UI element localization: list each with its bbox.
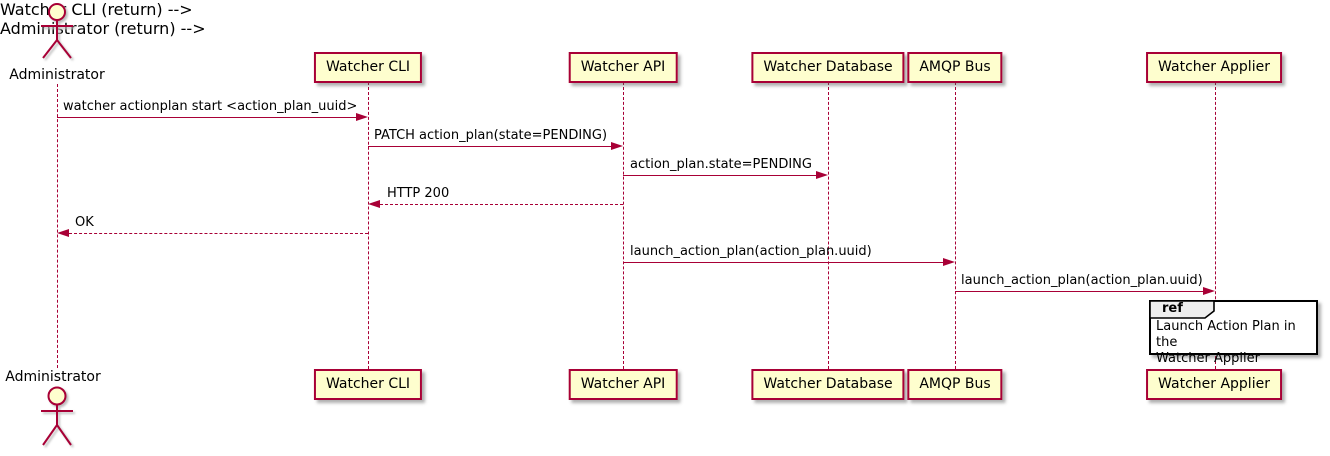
participant-watcher-applier-top: Watcher Applier (1146, 52, 1282, 83)
lifeline-administrator (56, 84, 58, 368)
ref-header: ref (1149, 300, 1216, 319)
arrowhead-right-icon (1203, 286, 1215, 295)
arrowhead-right-icon (611, 141, 623, 150)
actor-name-top: Administrator (9, 67, 105, 83)
participant-amqp-bus-top: AMQP Bus (907, 52, 1003, 83)
participant-watcher-api-bottom: Watcher API (568, 369, 678, 400)
ref-header-shape (1149, 300, 1215, 319)
actor-icon (35, 2, 79, 68)
message-2-label: PATCH action_plan(state=PENDING) (374, 128, 608, 143)
ref-text: Launch Action Plan in the Watcher Applie… (1156, 319, 1312, 367)
participant-watcher-database-bottom: Watcher Database (751, 369, 905, 400)
arrowhead-right-icon (356, 112, 368, 121)
ref-text-line1: Launch Action Plan in the (1156, 319, 1296, 350)
message-1-line (57, 117, 357, 118)
participant-amqp-bus-bottom: AMQP Bus (907, 369, 1003, 400)
message-6-label: launch_action_plan(action_plan.uuid) (630, 244, 872, 259)
participant-watcher-cli-bottom: Watcher CLI (313, 369, 423, 400)
message-4-line (380, 204, 623, 205)
message-2-line (368, 146, 612, 147)
actor-icon (35, 385, 79, 456)
arrowhead-right-icon (816, 170, 828, 179)
participant-watcher-applier-bottom: Watcher Applier (1146, 369, 1282, 400)
participant-watcher-database-top: Watcher Database (751, 52, 905, 83)
message-7-label: launch_action_plan(action_plan.uuid) (961, 273, 1203, 288)
message-1-label: watcher actionplan start <action_plan_uu… (63, 99, 358, 114)
lifeline-watcher-applier (1214, 82, 1216, 369)
arrowhead-left-icon (368, 199, 380, 208)
ref-keyword: ref (1162, 301, 1183, 316)
actor-name-bottom: Administrator (5, 369, 101, 385)
participant-watcher-api-top: Watcher API (568, 52, 678, 83)
message-4-label: HTTP 200 (387, 186, 450, 201)
ref-text-line2: Watcher Applier (1156, 351, 1260, 366)
message-5-label: OK (75, 215, 94, 230)
lifeline-amqp-bus (954, 82, 956, 369)
participant-watcher-cli-top: Watcher CLI (313, 52, 423, 83)
message-7-line (955, 291, 1204, 292)
message-6-line (623, 262, 944, 263)
lifeline-watcher-database (827, 82, 829, 369)
arrowhead-right-icon (943, 257, 955, 266)
lifeline-watcher-cli (367, 82, 369, 369)
arrowhead-left-icon (57, 228, 69, 237)
ref-fragment: ref Launch Action Plan in the Watcher Ap… (1149, 300, 1318, 366)
lifeline-watcher-api (622, 82, 624, 369)
message-3-line (623, 175, 817, 176)
message-3-label: action_plan.state=PENDING (630, 157, 812, 172)
message-5-line (69, 233, 368, 234)
